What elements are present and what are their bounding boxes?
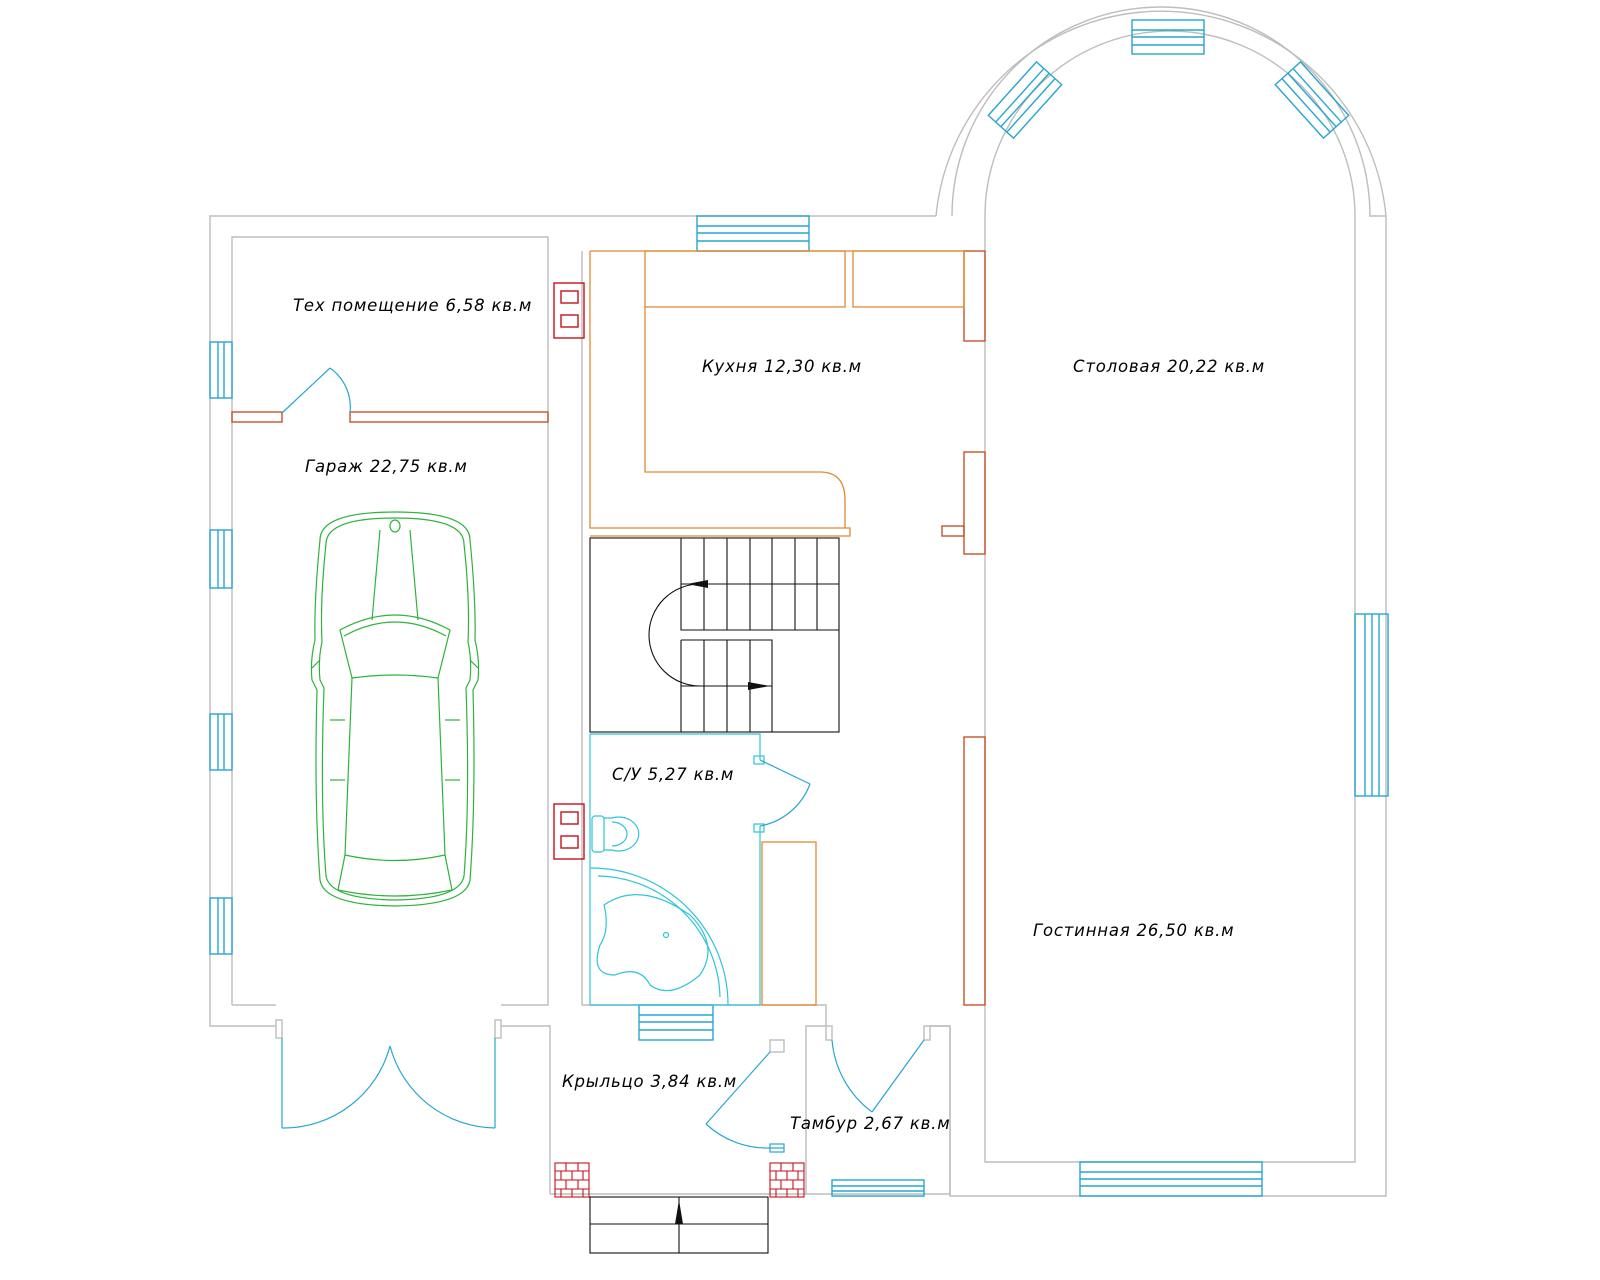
door-tech [281, 367, 351, 414]
step-arrow-icon [675, 1200, 683, 1224]
brick-pillar-left [554, 1162, 590, 1198]
staircase [589, 537, 840, 733]
door-wc [759, 759, 811, 827]
window-living-right [1354, 613, 1389, 797]
porch-steps [589, 1196, 769, 1254]
window-garage-3 [209, 713, 233, 771]
wc-fixtures [589, 733, 765, 1006]
walls [209, 6, 1387, 1197]
label-garage: Гараж 22,75 кв.м [305, 457, 468, 476]
doors [281, 367, 925, 1153]
stair-arrow-up-icon [687, 580, 708, 588]
car [310, 511, 480, 907]
door-entry [705, 1051, 785, 1153]
label-wc: С/У 5,27 кв.м [612, 765, 734, 784]
stair-arrow-right-icon [748, 682, 770, 690]
window-wc [638, 1004, 714, 1041]
vent-ducts [553, 282, 585, 860]
label-tech-room: Тех помещение 6,58 кв.м [293, 296, 532, 315]
label-kitchen: Кухня 12,30 кв.м [702, 357, 862, 376]
window-garage-4 [209, 897, 233, 955]
corner-bathtub [589, 867, 729, 1006]
window-kitchen-top [696, 215, 810, 252]
window-living-bottom [1079, 1161, 1263, 1197]
door-garage [281, 1038, 496, 1129]
label-living: Гостинная 26,50 кв.м [1033, 921, 1234, 940]
room-labels: Тех помещение 6,58 кв.м Кухня 12,30 кв.м… [293, 296, 1265, 1133]
toilet [591, 815, 640, 853]
window-garage-1 [209, 341, 233, 399]
window-garage-2 [209, 529, 233, 589]
brick-pillar-right [769, 1162, 805, 1198]
window-vestibule [831, 1179, 925, 1197]
label-vestibule: Тамбур 2,67 кв.м [790, 1114, 950, 1133]
window-arch-top [1131, 19, 1205, 55]
door-vestibule-inner [831, 1039, 925, 1113]
brick-pillars [554, 1162, 805, 1198]
partitions [231, 250, 986, 1006]
window-arch-left [987, 60, 1063, 140]
label-dining: Столовая 20,22 кв.м [1073, 357, 1265, 376]
windows [209, 19, 1389, 1197]
window-arch-right [1274, 60, 1350, 140]
kitchen-furniture [589, 250, 965, 537]
label-porch: Крыльцо 3,84 кв.м [562, 1072, 737, 1091]
